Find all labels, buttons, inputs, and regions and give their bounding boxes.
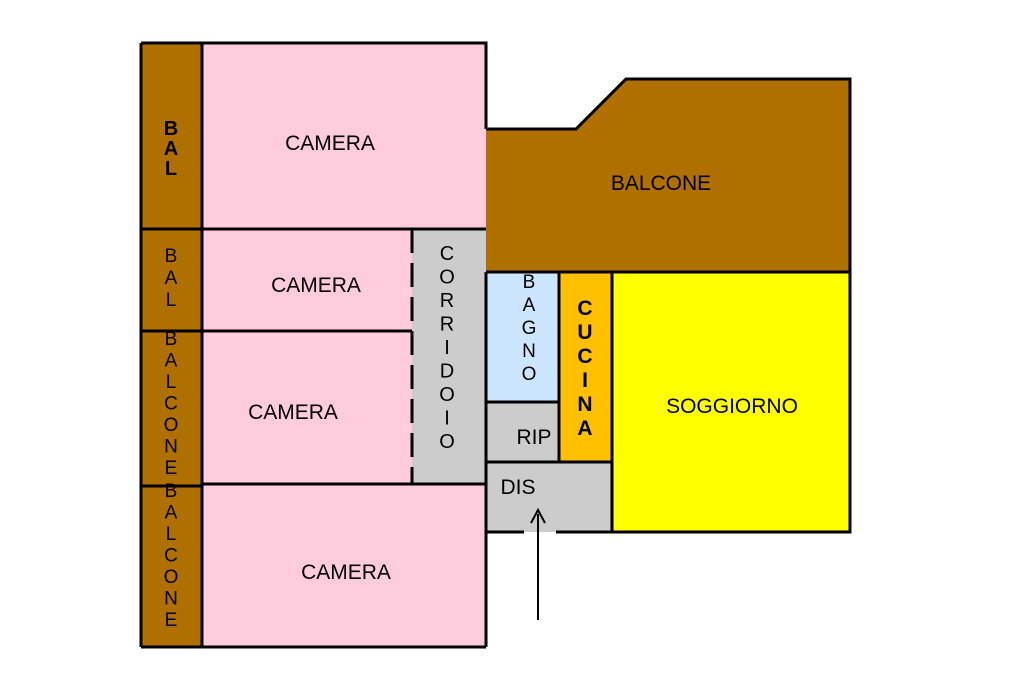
bagno-label-letter: A [523, 295, 536, 316]
balcone-left-2-label-letter: L [166, 524, 177, 545]
rip-label: RIP [516, 426, 551, 449]
balcone-left-2-label-letter: E [165, 610, 178, 631]
balcone-left-2-label-letter: A [165, 503, 178, 524]
balcone-left-2-label-letter: C [164, 546, 178, 567]
cucina-label-letter: A [577, 417, 592, 440]
bal-1-label-letter: L [165, 158, 177, 180]
balcone-left-1-label-letter: L [166, 372, 177, 393]
bagno-label-letter: N [522, 341, 536, 362]
corridoio-label-letter: I [444, 337, 450, 359]
balcone-left-2-label-letter: O [164, 567, 179, 588]
balcony-top-shape [486, 79, 850, 272]
bal-1-label-letter: A [164, 138, 178, 160]
cucina-label-letter: C [577, 297, 592, 320]
soggiorno-label: SOGGIORNO [666, 395, 798, 418]
balcone-left-1-label-letter: A [165, 351, 178, 372]
bal-2-label: BAL [165, 246, 178, 311]
cucina-label-letter: I [582, 369, 588, 392]
bal-2-label-letter: A [165, 268, 178, 289]
corridoio-label-letter: D [440, 361, 454, 383]
corridoio-label-letter: I [444, 408, 450, 430]
camera-1-label: CAMERA [285, 132, 375, 155]
corridoio-label-letter: O [439, 267, 455, 289]
balcony-left-4-shape [141, 486, 202, 647]
cucina-label-letter: C [577, 345, 592, 368]
camera-2-label: CAMERA [271, 274, 361, 297]
corridoio-label-letter: R [440, 314, 454, 336]
camera-1-shape [202, 43, 486, 229]
bal-2-label-letter: B [165, 246, 178, 267]
rip-shape [486, 402, 559, 462]
camera-2-shape [202, 229, 412, 331]
corridoio-label-letter: C [440, 243, 454, 265]
balcone-left-1-label-letter: B [165, 329, 178, 350]
balcony-left-2-shape [141, 229, 202, 331]
bal-2-label-letter: L [166, 290, 177, 311]
walls [139, 41, 852, 649]
camera-3-shape [202, 331, 412, 484]
soggiorno-shape [612, 272, 850, 532]
cucina-shape [559, 272, 612, 462]
bagno-shape [486, 272, 559, 402]
dis-label: DIS [500, 476, 535, 499]
bagno-label-letter: B [523, 272, 536, 293]
balcone-left-1-label-letter: C [164, 394, 178, 415]
balcone-left-2-label: BALCONE [164, 481, 179, 631]
balcone-left-2-label-letter: N [164, 589, 178, 610]
entrance-arrow-icon [530, 507, 546, 620]
balcone-left-1-label: BALCONE [164, 329, 179, 479]
camera-4-shape [202, 484, 486, 647]
bagno-label-letter: O [522, 364, 537, 385]
balcone-top-label: BALCONE [611, 172, 711, 195]
corridoio-label-letter: R [440, 290, 454, 312]
balcone-left-1-label-letter: E [165, 458, 178, 479]
corridoio-label-letter: O [439, 384, 455, 406]
cucina-label-letter: N [577, 393, 592, 416]
bagno-label-letter: G [522, 318, 537, 339]
camera-4-label: CAMERA [301, 561, 391, 584]
balcony-left-1-shape [141, 43, 202, 229]
balcone-left-2-label-letter: B [165, 481, 178, 502]
balcone-left-1-label-letter: O [164, 415, 179, 436]
bal-1-label: BAL [164, 118, 178, 180]
camera-3-label: CAMERA [248, 401, 338, 424]
balcone-left-1-label-letter: N [164, 437, 178, 458]
cucina-label-letter: U [577, 321, 592, 344]
balcony-left-3-shape [141, 331, 202, 486]
dis-shape [486, 462, 613, 532]
corridoio-label-letter: O [439, 431, 455, 453]
corridoio-shape [412, 229, 486, 484]
bal-1-label-letter: B [164, 118, 178, 140]
